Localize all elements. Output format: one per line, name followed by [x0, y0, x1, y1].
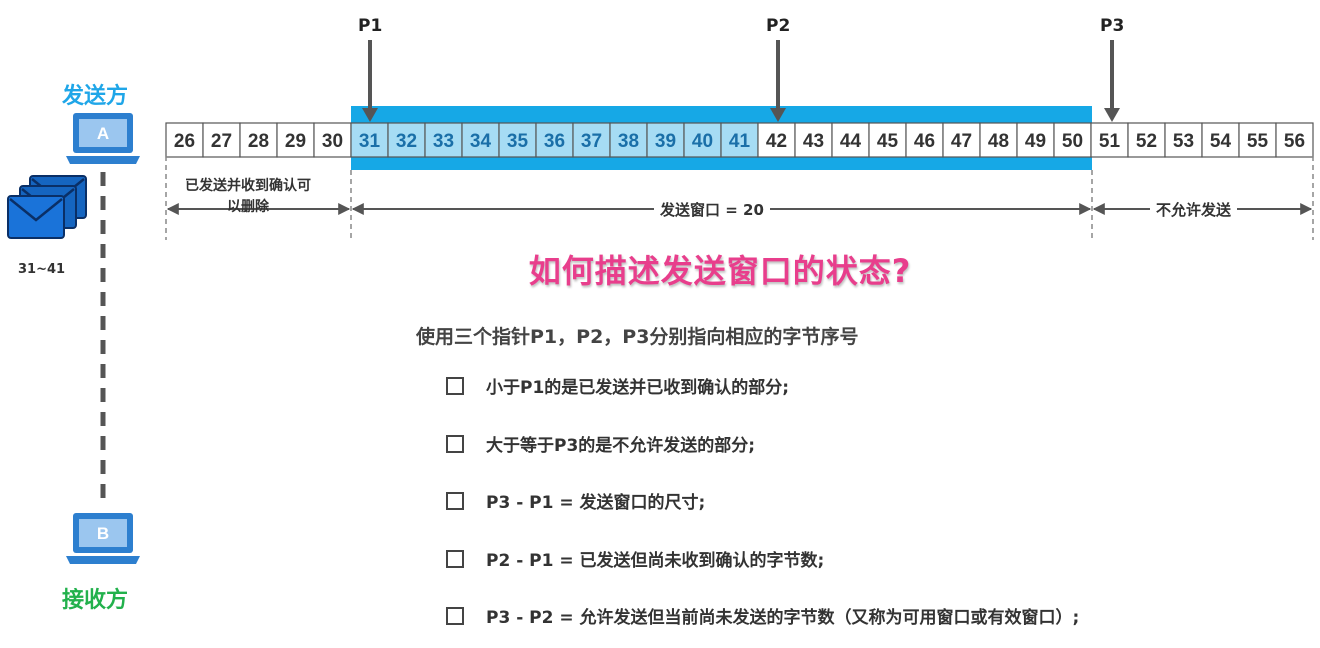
byte-cell	[461, 122, 500, 158]
byte-cell	[646, 122, 685, 158]
list-item: 大于等于P3的是不允许发送的部分;	[446, 431, 755, 456]
byte-cell	[387, 122, 426, 158]
receiver-label: 接收方	[62, 588, 129, 613]
list-item-text: P3 - P1 = 发送窗口的尺寸;	[486, 493, 706, 513]
byte-cell	[498, 122, 537, 158]
byte-number: 36	[544, 131, 565, 152]
checkbox[interactable]	[446, 491, 464, 510]
byte-number: 33	[433, 131, 454, 152]
byte-number: 34	[470, 131, 492, 152]
question-heading: 如何描述发送窗口的状态?	[528, 252, 912, 290]
byte-number: 50	[1062, 131, 1083, 152]
byte-number: 54	[1210, 131, 1232, 152]
byte-cell	[313, 122, 352, 158]
list-item: P2 - P1 = 已发送但尚未收到确认的字节数;	[446, 546, 824, 571]
host-a-letter: A	[97, 124, 109, 143]
byte-number: 31	[359, 131, 381, 152]
byte-cell	[1201, 122, 1240, 158]
byte-number: 43	[803, 131, 824, 152]
byte-number: 27	[211, 131, 232, 152]
byte-cell	[757, 122, 796, 158]
byte-cell	[1053, 122, 1092, 158]
byte-number: 56	[1284, 131, 1305, 152]
p3-arrowhead	[1104, 108, 1120, 122]
host-b-letter: B	[97, 524, 109, 543]
byte-number: 28	[248, 131, 269, 152]
byte-number: 39	[655, 131, 676, 152]
byte-cell	[350, 122, 389, 158]
byte-number: 26	[174, 131, 195, 152]
p1-arrowhead	[362, 108, 378, 122]
byte-number: 32	[396, 131, 417, 152]
byte-number: 47	[951, 131, 972, 152]
byte-cell	[424, 122, 463, 158]
byte-number: 42	[766, 131, 787, 152]
byte-cell	[868, 122, 907, 158]
byte-number: 46	[914, 131, 935, 152]
sender-laptop-icon	[66, 113, 140, 164]
byte-sequence: 26 27 28 29 30 31 32 33 34 35 36 37 38 39 40 41 42 43 44 45…	[165, 122, 1314, 158]
byte-number: 41	[729, 131, 751, 152]
byte-number: 44	[840, 131, 862, 152]
byte-number: 53	[1173, 131, 1194, 152]
pointer-p1-label: P1	[358, 16, 383, 36]
list-item-text: P3 - P2 = 允许发送但当前尚未发送的字节数（又称为可用窗口或有效窗口）;	[486, 608, 1080, 628]
list-item-text: P2 - P1 = 已发送但尚未收到确认的字节数;	[486, 551, 825, 571]
byte-number: 55	[1247, 131, 1269, 152]
boundary-lines	[165, 156, 1314, 240]
byte-cell	[979, 122, 1018, 158]
pointer-arrows	[362, 40, 1120, 122]
mail-range-label: 31~41	[18, 262, 66, 277]
byte-cell	[831, 122, 870, 158]
byte-number: 37	[581, 131, 602, 152]
pointer-p3-label: P3	[1100, 16, 1125, 36]
byte-number: 52	[1136, 131, 1157, 152]
byte-cell	[942, 122, 981, 158]
list-item: 小于P1的是已发送并已收到确认的部分;	[446, 373, 789, 398]
byte-cell	[1016, 122, 1055, 158]
subtitle: 使用三个指针P1，P2，P3分别指向相应的字节序号	[416, 326, 859, 348]
byte-number: 49	[1025, 131, 1046, 152]
byte-cell	[239, 122, 278, 158]
mail-stack-icon	[7, 175, 87, 239]
list-item: P3 - P2 = 允许发送但当前尚未发送的字节数（又称为可用窗口或有效窗口）;	[446, 603, 1079, 628]
checkbox[interactable]	[446, 606, 464, 625]
list-item-text: 小于P1的是已发送并已收到确认的部分;	[486, 378, 790, 398]
sender-label: 发送方	[62, 84, 129, 109]
byte-cell	[165, 122, 204, 158]
checkbox[interactable]	[446, 549, 464, 568]
receiver-laptop-icon	[66, 513, 140, 564]
byte-cell	[905, 122, 944, 158]
list-item: P3 - P1 = 发送窗口的尺寸;	[446, 488, 705, 513]
byte-number: 51	[1099, 131, 1121, 152]
byte-number: 38	[618, 131, 639, 152]
byte-number: 35	[507, 131, 529, 152]
byte-cell	[609, 122, 648, 158]
byte-cell	[720, 122, 759, 158]
byte-cell	[1127, 122, 1166, 158]
byte-cell	[1164, 122, 1203, 158]
byte-cell	[572, 122, 611, 158]
list-item-text: 大于等于P3的是不允许发送的部分;	[486, 436, 756, 456]
byte-number: 48	[988, 131, 1009, 152]
byte-number: 45	[877, 131, 899, 152]
byte-number: 29	[285, 131, 306, 152]
byte-cell	[1090, 122, 1129, 158]
window-size-label: 发送窗口 = 20	[654, 199, 770, 220]
checkbox[interactable]	[446, 376, 464, 395]
p2-arrowhead	[770, 108, 786, 122]
checkbox[interactable]	[446, 434, 464, 453]
sent-acked-note: 已发送并收到确认可以删除	[185, 178, 311, 215]
byte-cell	[1275, 122, 1314, 158]
not-allowed-label: 不允许发送	[1150, 199, 1238, 220]
byte-number: 40	[692, 131, 713, 152]
byte-cell	[276, 122, 315, 158]
byte-number: 30	[322, 131, 343, 152]
pointer-p2-label: P2	[766, 16, 791, 36]
